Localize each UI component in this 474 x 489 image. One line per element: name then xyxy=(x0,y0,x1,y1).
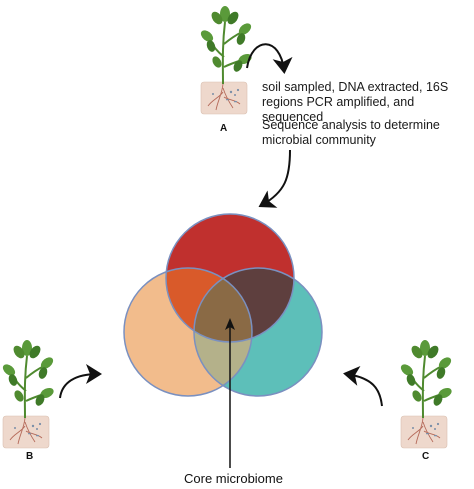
plant-c-label: C xyxy=(422,451,430,462)
step2-line1: Sequence analysis to determine xyxy=(262,118,440,132)
arrow-plant-b-to-venn xyxy=(59,364,102,399)
venn-overlap-center xyxy=(194,268,252,342)
core-pointer-head xyxy=(225,318,235,330)
step-text-sampling: soil sampled, DNA extracted, 16S regions… xyxy=(262,80,474,125)
plant-b-icon xyxy=(0,339,57,449)
plant-b-label: B xyxy=(26,451,34,462)
arrow-plant-c-to-venn xyxy=(343,366,383,407)
step1-line2: regions PCR amplified, and sequenced xyxy=(262,95,415,124)
core-microbiome-label: Core microbiome xyxy=(184,471,283,486)
venn-diagram xyxy=(123,213,323,397)
plant-c-icon xyxy=(398,339,455,449)
plant-a-label: A xyxy=(220,123,228,134)
step1-line1: soil sampled, DNA extracted, 16S xyxy=(262,80,449,94)
arrow-steps-to-venn xyxy=(258,149,291,208)
arrow-plant-a-to-steps xyxy=(246,43,293,74)
step2-line2: microbial community xyxy=(262,133,376,147)
plant-a-icon xyxy=(198,5,255,115)
step-text-analysis: Sequence analysis to determine microbial… xyxy=(262,118,440,148)
